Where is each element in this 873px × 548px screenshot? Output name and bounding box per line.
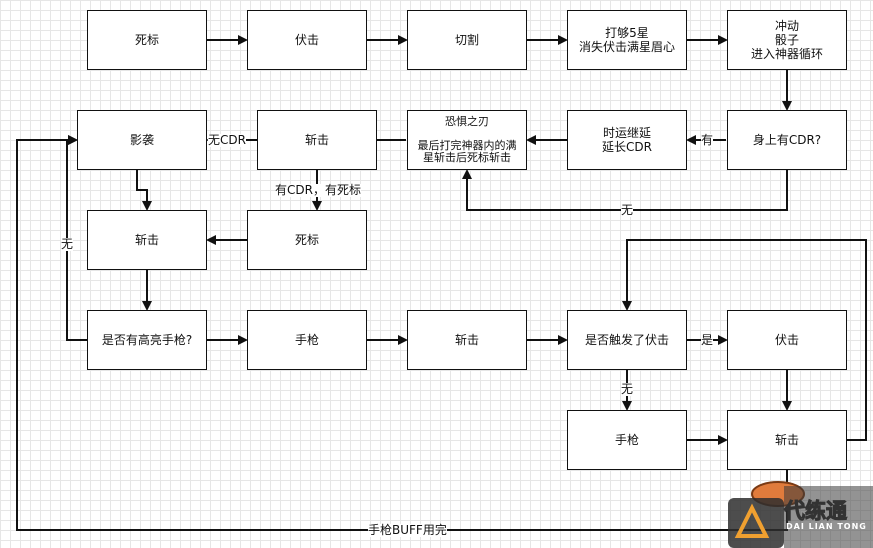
node-deathmark: 死标 [87, 10, 207, 70]
node-impulse-dice: 冲动 骰子 进入神器循环 [727, 10, 847, 70]
node-deathmark-b: 死标 [247, 210, 367, 270]
node-fear-blade: 恐惧之刃 最后打完神器内的满 星斩击后死标斩击 [407, 110, 527, 170]
node-cut: 切割 [407, 10, 527, 70]
edge-label-has-cdr-deathmark: 有CDR，有死标 [275, 183, 361, 197]
edge-label-none-ambush: 无 [621, 382, 634, 396]
node-ambush-b: 伏击 [727, 310, 847, 370]
edge-label-has: 有 [701, 133, 714, 147]
node-ambush: 伏击 [247, 10, 367, 70]
node-slash-d: 斩击 [727, 410, 847, 470]
node-pistol-a: 手枪 [247, 310, 367, 370]
watermark-subtext: DAI LIAN TONG [786, 522, 867, 531]
node-cdr-check: 身上有CDR? [727, 110, 847, 170]
node-pistol-check: 是否有高亮手枪? [87, 310, 207, 370]
edge-shadow-slash [136, 170, 152, 211]
edge-label-pistol-buff-done: 手枪BUFF用完 [368, 523, 447, 537]
edge-label-yes: 是 [701, 333, 714, 347]
edge-slash2-loop [622, 239, 867, 441]
edge-label-none-loop: 无 [621, 203, 634, 217]
node-five-star: 打够5星 消失伏击满星眉心 [567, 10, 687, 70]
node-shadow-strike: 影袭 [77, 110, 207, 170]
edge-label-none-left: 无 [61, 237, 74, 251]
watermark-logo [728, 481, 873, 548]
edge-label-no-cdr: 无CDR [208, 133, 246, 147]
node-extend-cdr: 时运继延 延长CDR [567, 110, 687, 170]
node-ambush-check: 是否触发了伏击 [567, 310, 687, 370]
node-pistol-b: 手枪 [567, 410, 687, 470]
node-slash-a: 斩击 [257, 110, 377, 170]
node-slash-c: 斩击 [407, 310, 527, 370]
watermark-text: 代练通 [784, 499, 848, 524]
node-slash-b: 斩击 [87, 210, 207, 270]
